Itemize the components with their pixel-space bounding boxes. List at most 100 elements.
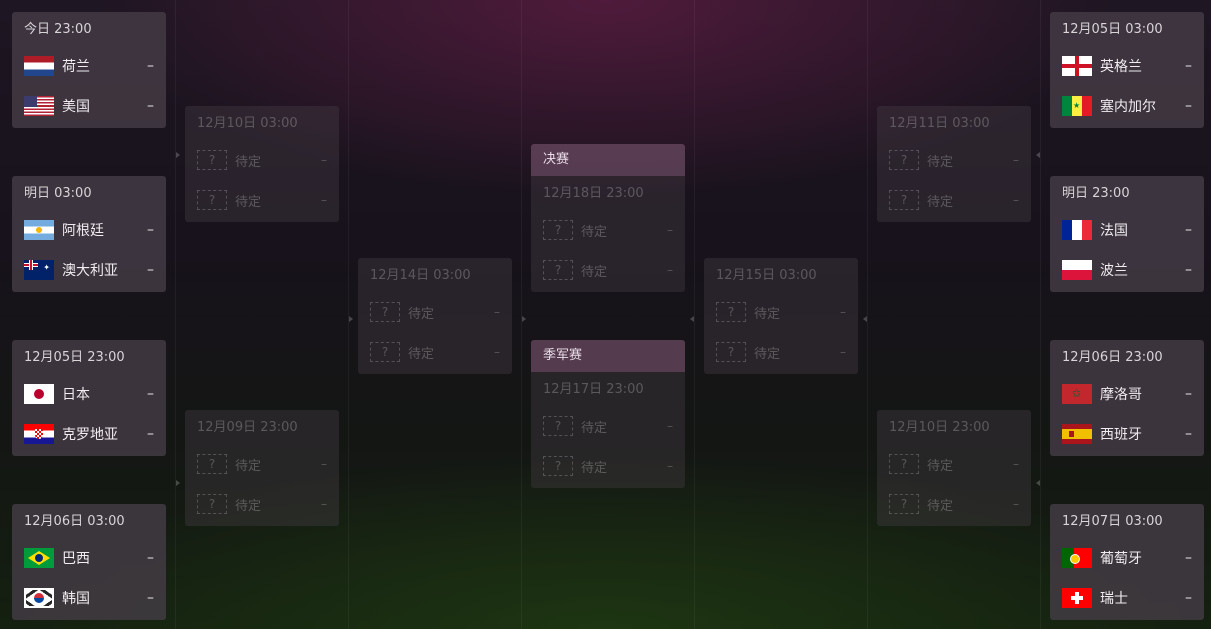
team-row[interactable]: ?待定–	[877, 140, 1031, 180]
team-row[interactable]: ?待定–	[531, 406, 685, 446]
match-card-right-qf-1[interactable]: 12月11日 03:00 ?待定– ?待定–	[877, 106, 1031, 222]
team-row[interactable]: 克罗地亚 –	[12, 414, 166, 454]
team-score: –	[147, 426, 154, 442]
match-card-right-sf[interactable]: 12月15日 03:00 ?待定– ?待定–	[704, 258, 858, 374]
match-time: 12月07日 03:00	[1062, 514, 1163, 529]
match-time: 12月14日 03:00	[370, 268, 471, 283]
team-name: 美国	[62, 99, 90, 115]
team-row[interactable]: ?待定–	[185, 180, 339, 220]
team-row[interactable]: 美国–	[12, 86, 166, 126]
match-time: 12月17日 23:00	[543, 382, 644, 397]
team-row[interactable]: ?待定–	[185, 444, 339, 484]
morocco-flag-icon	[1062, 384, 1092, 404]
team-row[interactable]: 波兰–	[1050, 250, 1204, 290]
team-row[interactable]: 英格兰–	[1050, 46, 1204, 86]
match-card-left-sf[interactable]: 12月14日 03:00 ?待定– ?待定–	[358, 258, 512, 374]
team-row[interactable]: ?待定–	[185, 484, 339, 524]
team-score: –	[1185, 58, 1192, 74]
match-card-left-qf-2[interactable]: 12月09日 23:00 ?待定– ?待定–	[185, 410, 339, 526]
team-row[interactable]: 瑞士–	[1050, 578, 1204, 618]
match-card-left-qf-1[interactable]: 12月10日 03:00 ?待定– ?待定–	[185, 106, 339, 222]
match-time: 12月06日 23:00	[1062, 350, 1163, 365]
match-card-third-place[interactable]: 季军赛 12月17日 23:00 ?待定– ?待定–	[531, 340, 685, 488]
connector-arrow-icon	[176, 152, 180, 158]
team-row[interactable]: ?待定–	[704, 292, 858, 332]
team-row[interactable]: ?待定–	[704, 332, 858, 372]
team-score: –	[147, 262, 154, 278]
match-time: 12月15日 03:00	[716, 268, 817, 283]
team-row[interactable]: 摩洛哥–	[1050, 374, 1204, 414]
team-score: –	[667, 459, 673, 473]
team-row[interactable]: 葡萄牙–	[1050, 538, 1204, 578]
unknown-flag-icon: ?	[197, 150, 227, 170]
team-row[interactable]: 荷兰–	[12, 46, 166, 86]
team-score: –	[1185, 550, 1192, 566]
match-card-left-r16-2[interactable]: 明日 03:00 阿根廷– 澳大利亚 –	[12, 176, 166, 292]
team-name: 待定	[235, 154, 262, 170]
match-card-left-r16-3[interactable]: 12月05日 23:00 日本– 克罗地亚–	[12, 340, 166, 456]
column-divider	[694, 0, 695, 629]
column-divider	[348, 0, 349, 629]
connector-arrow-icon	[176, 480, 180, 486]
team-row[interactable]: ?待定–	[531, 250, 685, 290]
unknown-flag-icon: ?	[543, 260, 573, 280]
team-name: 巴西	[62, 551, 90, 567]
team-row[interactable]: ?待定–	[358, 332, 512, 372]
team-row[interactable]: 日本–	[12, 374, 166, 414]
team-name: 塞内加尔	[1100, 99, 1156, 115]
team-row[interactable]: 巴西 –	[12, 538, 166, 578]
unknown-flag-icon: ?	[543, 220, 573, 240]
team-score: –	[321, 497, 327, 511]
team-row[interactable]: ?待定–	[358, 292, 512, 332]
match-time: 12月10日 03:00	[197, 116, 298, 131]
team-name: 阿根廷	[62, 223, 104, 239]
team-row[interactable]: 阿根廷–	[12, 210, 166, 250]
team-row[interactable]: 韩国–	[12, 578, 166, 618]
senegal-flag-icon	[1062, 96, 1092, 116]
team-name: 西班牙	[1100, 427, 1142, 443]
match-card-right-r16-1[interactable]: 12月05日 03:00 英格兰– 塞内加尔–	[1050, 12, 1204, 128]
team-score: –	[1013, 153, 1019, 167]
switzerland-flag-icon	[1062, 588, 1092, 608]
match-time: 12月11日 03:00	[889, 116, 990, 131]
poland-flag-icon	[1062, 260, 1092, 280]
team-name: 待定	[581, 224, 608, 240]
match-card-right-r16-3[interactable]: 12月06日 23:00 摩洛哥– 西班牙–	[1050, 340, 1204, 456]
team-score: –	[1185, 222, 1192, 238]
team-score: –	[147, 550, 154, 566]
team-row[interactable]: 塞内加尔 –	[1050, 86, 1204, 126]
match-card-left-r16-4[interactable]: 12月06日 03:00 巴西– 韩国–	[12, 504, 166, 620]
team-row[interactable]: ?待定–	[185, 140, 339, 180]
team-name: 荷兰	[62, 59, 90, 75]
team-row[interactable]: 澳大利亚 –	[12, 250, 166, 290]
team-score: –	[494, 305, 500, 319]
team-name: 待定	[235, 458, 262, 474]
team-row[interactable]: ?待定–	[877, 484, 1031, 524]
team-row[interactable]: 法国–	[1050, 210, 1204, 250]
team-row[interactable]: ?待定–	[877, 180, 1031, 220]
match-card-right-r16-2[interactable]: 明日 23:00 法国– 波兰–	[1050, 176, 1204, 292]
team-row[interactable]: 西班牙–	[1050, 414, 1204, 454]
team-row[interactable]: ? 待定 –	[531, 210, 685, 250]
portugal-flag-icon	[1062, 548, 1092, 568]
team-row[interactable]: ?待定–	[877, 444, 1031, 484]
match-card-right-r16-4[interactable]: 12月07日 03:00 葡萄牙– 瑞士–	[1050, 504, 1204, 620]
match-card-right-qf-2[interactable]: 12月10日 23:00 ?待定– ?待定–	[877, 410, 1031, 526]
match-time: 明日 03:00	[24, 186, 92, 201]
team-score: –	[1185, 98, 1192, 114]
team-score: –	[667, 223, 673, 237]
team-score: –	[1013, 497, 1019, 511]
team-score: –	[321, 193, 327, 207]
unknown-flag-icon: ?	[370, 302, 400, 322]
team-name: 摩洛哥	[1100, 387, 1142, 403]
team-name: 待定	[927, 498, 954, 514]
team-name: 克罗地亚	[62, 427, 118, 443]
match-card-left-r16-1[interactable]: 今日 23:00 荷兰– 美国–	[12, 12, 166, 128]
match-card-final[interactable]: 决赛 12月18日 23:00 ?待定– ?待定–	[531, 144, 685, 292]
team-row[interactable]: ?待定–	[531, 446, 685, 486]
column-divider	[175, 0, 176, 629]
column-divider	[521, 0, 522, 629]
team-name: 澳大利亚	[62, 263, 118, 279]
connector-arrow-icon	[349, 316, 353, 322]
match-time: 12月18日 23:00	[543, 186, 644, 201]
